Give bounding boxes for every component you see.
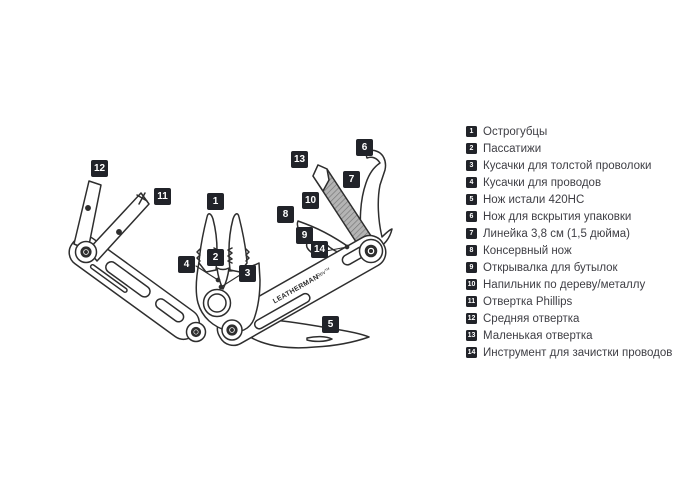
leader-lines <box>195 244 350 290</box>
legend-item: 5 Нож истали 420HC <box>466 191 691 208</box>
diagram-badge-13: 13 <box>291 151 308 168</box>
legend-badge: 4 <box>466 177 477 188</box>
legend-badge: 6 <box>466 211 477 222</box>
pliers-hole-inner <box>207 293 227 313</box>
diagram-badge-14: 14 <box>311 241 328 258</box>
legend-item: 13 Маленькая отвертка <box>466 327 691 344</box>
legend-item: 8 Консервный нож <box>466 242 691 259</box>
tool-pivot-screw <box>358 238 384 264</box>
knife-pivot-screw <box>221 319 243 341</box>
legend-label: Инструмент для зачистки проводов <box>483 346 673 359</box>
legend-label: Средняя отвертка <box>483 312 580 325</box>
screwdriver-rivet <box>85 205 91 211</box>
diagram-badge-3: 3 <box>239 265 256 282</box>
legend-item: 11 Отвертка Phillips <box>466 293 691 310</box>
legend-badge: 8 <box>466 245 477 256</box>
left-handle-end-screw <box>185 321 207 343</box>
legend-item: 14 Инструмент для зачистки проводов <box>466 344 691 361</box>
diagram-badge-4: 4 <box>178 256 195 273</box>
legend-item: 2 Пассатижи <box>466 140 691 157</box>
diagram-badge-5: 5 <box>322 316 339 333</box>
legend-badge: 7 <box>466 228 477 239</box>
diagram-badge-8: 8 <box>277 206 294 223</box>
left-pivot-screw <box>74 240 98 264</box>
legend-item: 3 Кусачки для толстой проволоки <box>466 157 691 174</box>
legend-label: Кусачки для проводов <box>483 176 602 189</box>
legend-badge: 12 <box>466 313 477 324</box>
diagram-badge-11: 11 <box>154 188 171 205</box>
legend-badge: 13 <box>466 330 477 341</box>
legend-label: Нож истали 420HC <box>483 193 585 206</box>
phillips-rivet <box>116 229 122 235</box>
legend-badge: 14 <box>466 347 477 358</box>
legend-item: 12 Средняя отвертка <box>466 310 691 327</box>
legend-label: Напильник по дереву/металлу <box>483 278 646 291</box>
diagram-badge-9: 9 <box>296 227 313 244</box>
legend-item: 10 Напильник по дереву/металлу <box>466 276 691 293</box>
diagram-badge-7: 7 <box>343 171 360 188</box>
legend-item: 6 Нож для вскрытия упаковки <box>466 208 691 225</box>
legend-badge: 10 <box>466 279 477 290</box>
diagram-badge-6: 6 <box>356 139 373 156</box>
diagram-badge-2: 2 <box>207 249 224 266</box>
legend-label: Пассатижи <box>483 142 542 155</box>
small-screwdriver-tip <box>312 164 330 192</box>
diagram-badge-10: 10 <box>302 192 319 209</box>
legend-item: 1 Острогубцы <box>466 123 691 140</box>
legend-badge: 11 <box>466 296 477 307</box>
legend-item: 4 Кусачки для проводов <box>466 174 691 191</box>
diagram-badge-1: 1 <box>207 193 224 210</box>
jaw-serration-right <box>227 247 233 264</box>
legend-item: 9 Открывалка для бутылок <box>466 259 691 276</box>
knife-nail-groove <box>306 335 333 343</box>
jaw-serration-left-outer <box>196 248 201 262</box>
legend-label: Маленькая отвертка <box>483 329 593 342</box>
legend: 1 Острогубцы 2 Пассатижи 3 Кусачки для толс… <box>466 123 691 361</box>
legend-label: Консервный нож <box>483 244 572 257</box>
legend-badge: 3 <box>466 160 477 171</box>
left-handle <box>68 235 201 341</box>
legend-label: Открывалка для бутылок <box>483 261 618 274</box>
diagram-badge-12: 12 <box>91 160 108 177</box>
legend-badge: 2 <box>466 143 477 154</box>
legend-badge: 1 <box>466 126 477 137</box>
legend-badge: 5 <box>466 194 477 205</box>
right-handle: LEATHERMAN Rev™ <box>216 234 387 347</box>
legend-label: Нож для вскрытия упаковки <box>483 210 632 223</box>
legend-label: Кусачки для толстой проволоки <box>483 159 652 172</box>
phillips-cross <box>136 192 148 205</box>
legend-label: Отвертка Phillips <box>483 295 573 308</box>
legend-label: Острогубцы <box>483 125 548 138</box>
legend-label: Линейка 3,8 см (1,5 дюйма) <box>483 227 630 240</box>
package-opener-tool <box>359 149 393 251</box>
legend-badge: 9 <box>466 262 477 273</box>
jaw-serration-right-outer <box>245 248 250 262</box>
legend-item: 7 Линейка 3,8 см (1,5 дюйма) <box>466 225 691 242</box>
